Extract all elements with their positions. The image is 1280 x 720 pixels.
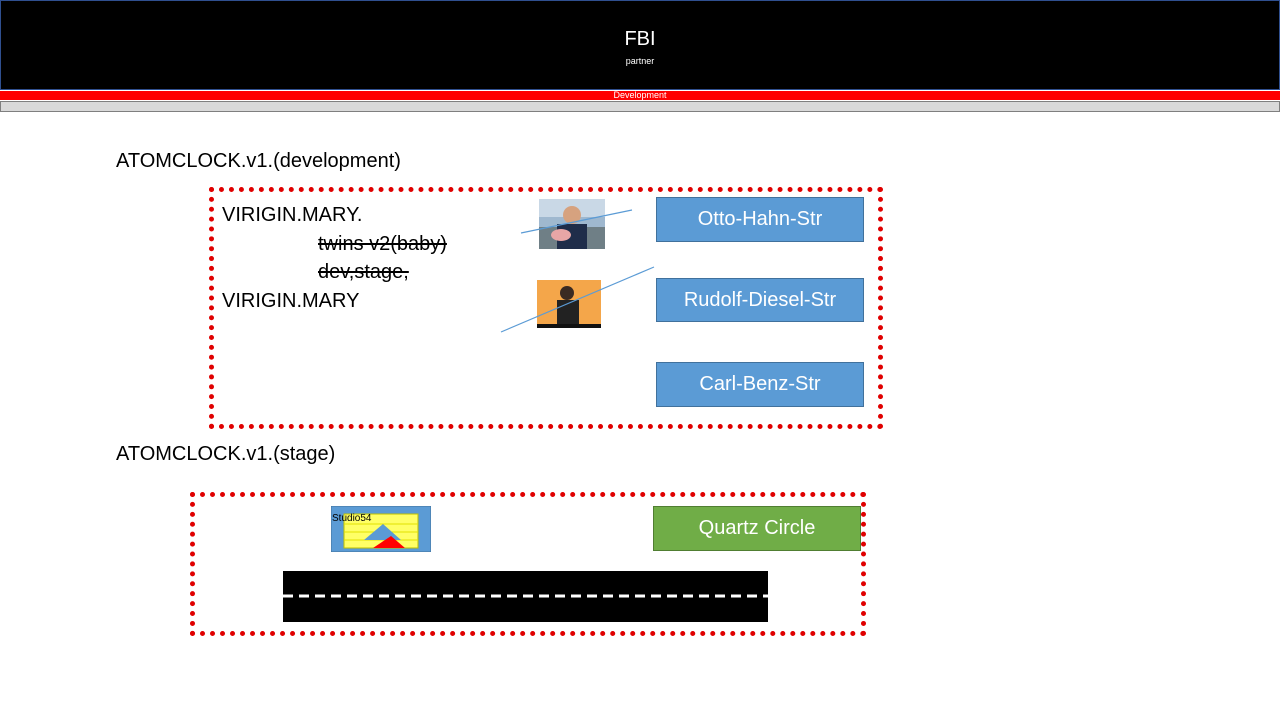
road-lane-markings (283, 594, 768, 598)
mary-label-1: VIRIGIN.MARY. (222, 204, 363, 226)
rudolf-diesel-str-button[interactable]: Rudolf-Diesel-Str (656, 278, 864, 322)
photo-thumbnail-1 (539, 199, 605, 249)
section-title-stage: ATOMCLOCK.v1.(stage) (116, 443, 336, 465)
header-title: FBI (624, 28, 656, 50)
stage-group (190, 492, 866, 636)
studio54-icon (331, 506, 431, 552)
devstage-label: dev,stage, (318, 261, 409, 283)
development-bar: Development (0, 91, 1280, 100)
development-group (209, 187, 883, 429)
carl-benz-str-button[interactable]: Carl-Benz-Str (656, 362, 864, 407)
header-subtitle: partner (625, 56, 655, 66)
twins-label: twins v2(baby) (318, 233, 447, 255)
studio54-label: Studio54 (332, 513, 372, 524)
mary-label-2: VIRIGIN.MARY (222, 290, 360, 312)
otto-hahn-str-button[interactable]: Otto-Hahn-Str (656, 197, 864, 242)
photo-thumbnail-2 (537, 280, 601, 328)
quartz-circle-button[interactable]: Quartz Circle (653, 506, 861, 551)
header-banner (0, 0, 1280, 90)
section-title-development: ATOMCLOCK.v1.(development) (116, 150, 401, 172)
